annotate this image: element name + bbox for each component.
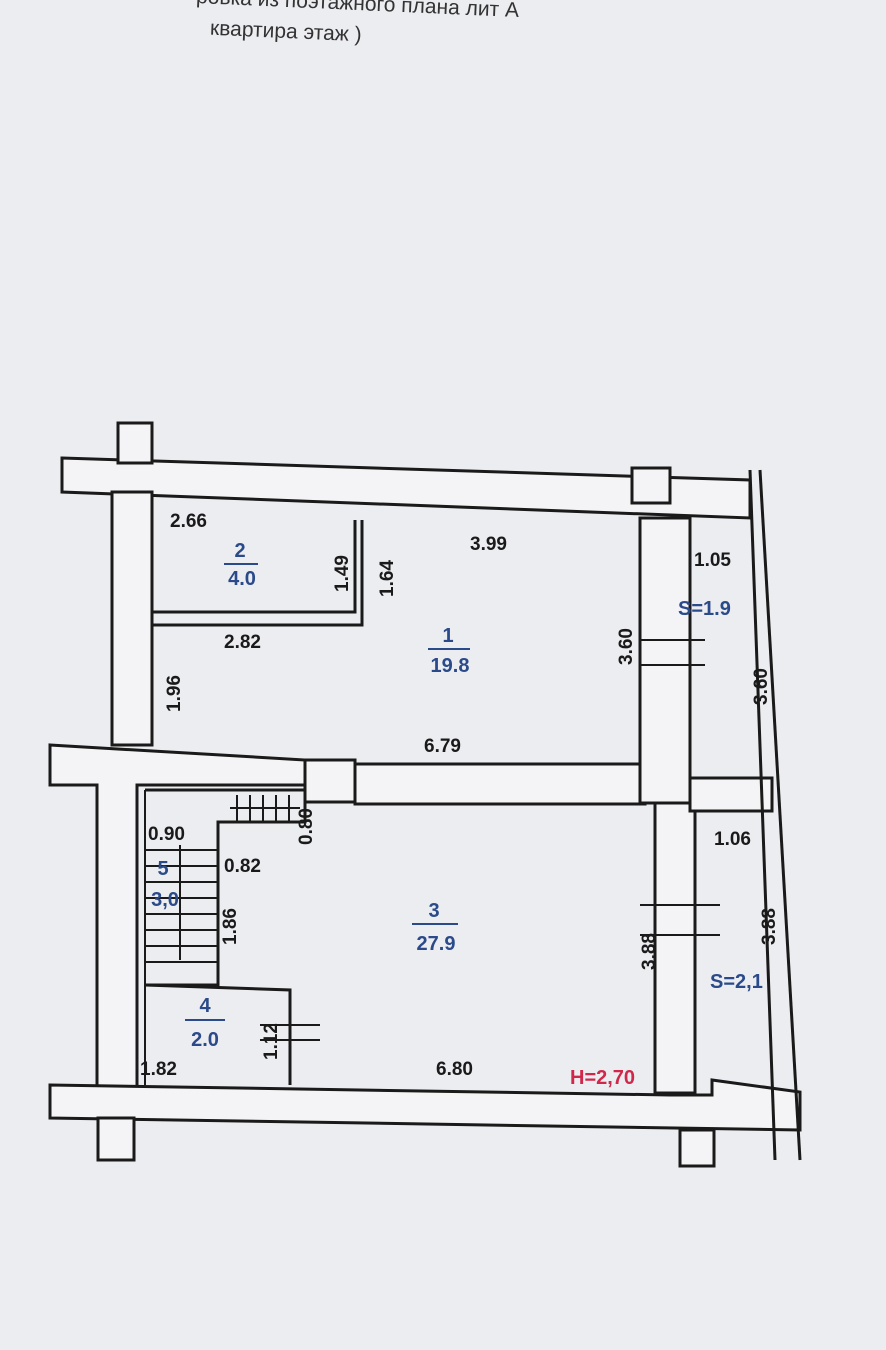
dim-3.99: 3.99 xyxy=(470,534,507,555)
room-1-label: 1 19.8 xyxy=(428,625,470,677)
dim-1.05: 1.05 xyxy=(694,550,731,571)
stairs xyxy=(145,795,300,963)
left-wall-upper xyxy=(110,490,154,747)
dim-6.80: 6.80 xyxy=(436,1059,473,1080)
dim-0.90: 0.90 xyxy=(148,824,185,845)
room-4-label: 4 2.0 xyxy=(185,995,225,1051)
svg-text:3: 3 xyxy=(428,900,439,922)
dim-2.82: 2.82 xyxy=(224,632,261,653)
bottom-wall xyxy=(48,1078,802,1132)
ceiling-height: H=2,70 xyxy=(570,1067,635,1089)
right-inner-wall-upper xyxy=(638,516,692,805)
balcony-divider xyxy=(688,776,774,813)
middle-wall-door xyxy=(303,758,357,804)
partitions xyxy=(144,520,720,1085)
svg-text:4.0: 4.0 xyxy=(228,568,256,590)
room-2-label: 2 4.0 xyxy=(224,540,258,590)
dim-6.79: 6.79 xyxy=(424,736,461,757)
right-inner-wall-lower xyxy=(653,801,697,1095)
dim-0.82: 0.82 xyxy=(224,856,261,877)
dim-3.60-b: 3.60 xyxy=(751,668,772,705)
balcony-2-area: S=2,1 xyxy=(710,971,763,993)
dim-1.86: 1.86 xyxy=(220,908,241,945)
dim-1.96: 1.96 xyxy=(164,675,185,712)
walls xyxy=(48,421,802,1168)
dim-1.64: 1.64 xyxy=(377,560,398,597)
dim-1.49: 1.49 xyxy=(332,555,353,592)
dim-2.66: 2.66 xyxy=(170,511,207,532)
svg-text:2: 2 xyxy=(234,540,245,562)
room-3-label: 3 27.9 xyxy=(412,900,458,955)
svg-text:1: 1 xyxy=(442,625,453,647)
svg-text:3,0: 3,0 xyxy=(151,889,179,911)
svg-text:27.9: 27.9 xyxy=(417,933,456,955)
svg-text:5: 5 xyxy=(157,858,168,880)
dim-1.06: 1.06 xyxy=(714,829,751,850)
room-5-label: 5 3,0 xyxy=(151,858,179,911)
dim-3.88-b: 3.88 xyxy=(759,908,780,945)
dim-0.80: 0.80 xyxy=(296,808,317,845)
svg-text:19.8: 19.8 xyxy=(431,655,470,677)
svg-text:2.0: 2.0 xyxy=(191,1029,219,1051)
dim-1.12: 1.12 xyxy=(261,1023,282,1060)
svg-text:4: 4 xyxy=(199,995,211,1017)
top-wall xyxy=(60,456,752,520)
balcony-1-area: S=1.9 xyxy=(678,598,731,620)
middle-wall xyxy=(353,762,647,806)
dim-1.82: 1.82 xyxy=(140,1059,177,1080)
dim-3.88-a: 3.88 xyxy=(639,933,660,970)
dim-3.60-a: 3.60 xyxy=(616,628,637,665)
